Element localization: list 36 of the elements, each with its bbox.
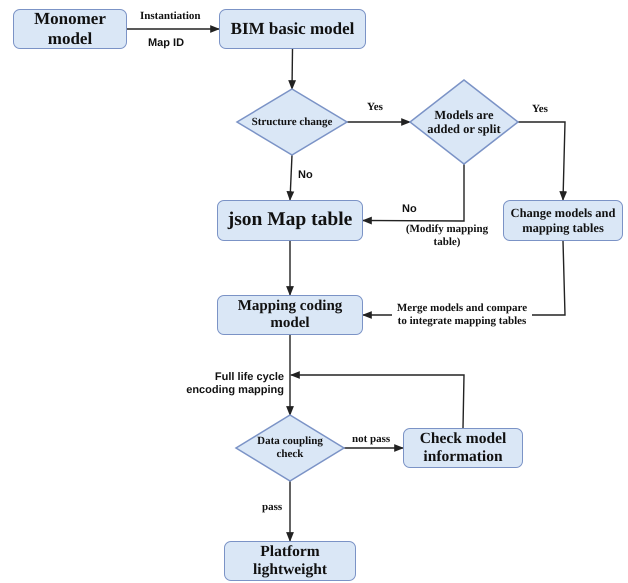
arrow — [286, 335, 294, 416]
arrow — [127, 25, 220, 33]
arrow — [518, 121, 568, 201]
process-box — [217, 295, 363, 335]
edge-label: Full life cycle encoding mapping — [185, 371, 284, 398]
decision-diamond — [410, 80, 518, 164]
arrow — [286, 481, 294, 542]
arrow — [288, 49, 296, 90]
arrow — [286, 241, 294, 296]
node-label: Change models and mapping tables — [510, 206, 616, 235]
decision-diamond — [237, 89, 347, 155]
process-box — [219, 9, 366, 49]
node-label: Models are added or split — [426, 108, 502, 136]
node-label: BIM basic model — [230, 19, 354, 39]
arrow — [290, 371, 465, 428]
process-box — [403, 428, 523, 468]
node-label: json Map table — [228, 209, 352, 232]
node-label: Platform lightweight — [252, 543, 328, 579]
note-label: Map ID — [148, 37, 184, 50]
node-label: Structure change — [252, 116, 332, 128]
node-label: Check model information — [418, 430, 508, 466]
node-label: Mapping coding model — [236, 298, 344, 332]
decision-diamond — [236, 415, 344, 481]
arrow — [344, 444, 404, 452]
edge-label: Merge models and compare to integrate mapping tables — [392, 302, 532, 328]
arrow — [362, 164, 465, 224]
node-label: Monomer model — [33, 9, 107, 49]
process-box — [217, 200, 363, 241]
process-box — [224, 541, 356, 581]
edge-label: not pass — [352, 433, 390, 446]
arrow — [286, 154, 294, 201]
note-label: (Modify mapping table) — [404, 223, 490, 250]
arrow — [347, 118, 411, 126]
process-box — [13, 9, 127, 49]
process-box — [503, 200, 623, 241]
node-label: Data coupling check — [256, 435, 324, 461]
